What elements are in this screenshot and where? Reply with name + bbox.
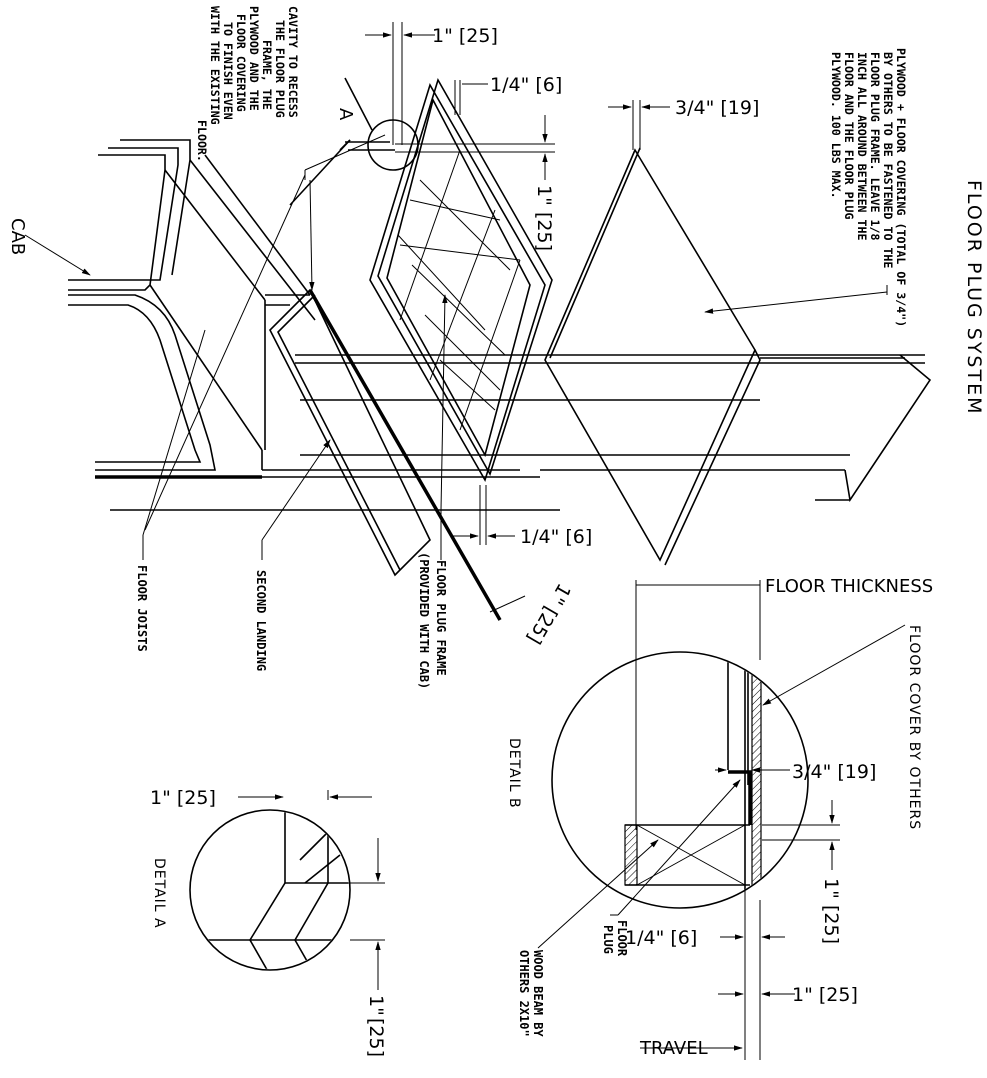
detail-a-dim-bottom-2: [25] [365, 1018, 387, 1057]
floor-thickness-label: FLOOR THICKNESS [765, 576, 933, 597]
cavity-note-line: PLYWOOD AND THE [247, 6, 261, 111]
floor-cover-label: FLOOR COVER BY OTHERS [906, 625, 922, 830]
cavity-note-line: FLOOR. [195, 120, 209, 162]
plywood-note-line: PLYWOOD. 100 LBS MAX. [829, 52, 843, 199]
plywood-note-line: BY OTHERS TO BE FASTENED TO THE [881, 52, 895, 268]
detail-a-dim-left: 1" [25] [150, 787, 216, 809]
plywood-note-line: INCH ALL AROUND BETWEEN THE [855, 52, 869, 240]
dim-three-quarter-top: 3/4" [19] [675, 97, 759, 119]
floor-joists-label: FLOOR JOISTS [135, 565, 149, 652]
dim-1-vert: 1" [533, 185, 555, 206]
second-landing-label: SECOND LANDING [254, 570, 268, 671]
plywood-note: PLYWOOD + FLOOR COVERING (TOTAL OF 3/4")… [704, 48, 908, 327]
plywood-note-line: FLOOR PLUG FRAME. LEAVE 1/8 [868, 52, 882, 240]
detail-b-circle [551, 651, 809, 909]
detail-b-dim-quarter: 1/4" [6] [625, 927, 697, 949]
cab-outline [68, 139, 262, 479]
floor-plug-frame [369, 77, 553, 482]
plywood-panel [544, 147, 932, 566]
dim-quarter-top: 1/4" [6] [490, 74, 562, 96]
floor-plug-label-1: FLOOR [615, 920, 629, 957]
floor-structure [110, 139, 925, 511]
plywood-note-line: FLOOR AND THE FLOOR PLUG [842, 52, 856, 220]
detail-b: FLOOR THICKNESS FLOOR COVER BY OTHERS 3/… [506, 576, 933, 1060]
drawing-title: FLOOR PLUG SYSTEM [963, 180, 985, 416]
detail-b-dim-bottom: 1" [25] [792, 984, 858, 1006]
detail-a-marker-label: A [335, 108, 356, 121]
cavity-note-line: FRAME, THE [260, 40, 274, 110]
bottom-labels: FLOOR JOISTS SECOND LANDING FLOOR PLUG F… [135, 294, 448, 689]
cavity-note-line: FLOOR COVERING [234, 14, 248, 112]
dim-1-diag: 1" [25] [523, 580, 575, 648]
cavity-note: CAVITY TO RECESS THE FLOOR PLUG FRAME, T… [144, 6, 386, 531]
wood-beam-label-1: WOOD BEAM BY [531, 950, 545, 1037]
top-dimensions: 1" [25] 1/4" [6] 3/4" [19] 1" [25] [365, 22, 759, 251]
dim-quarter-mid: 1/4" [6] [520, 526, 592, 548]
cavity-note-line: CAVITY TO RECESS [286, 6, 300, 118]
dim-1-top: 1" [25] [432, 25, 498, 47]
floor-plug-label-2: PLUG [601, 925, 615, 954]
detail-a-title: DETAIL A [151, 858, 167, 929]
cavity-note-line: THE FLOOR PLUG [273, 20, 287, 118]
travel-label: TRAVEL [639, 1038, 708, 1059]
plywood-note-line: PLYWOOD + FLOOR COVERING (TOTAL OF 3/4") [894, 48, 908, 327]
detail-b-dim-1: 1" [820, 878, 842, 899]
floor-plug-frame-label-2: (PROVIDED WITH CAB) [417, 552, 431, 689]
second-landing-slab [269, 288, 502, 621]
cavity-note-line: TO FINISH EVEN [221, 22, 235, 120]
cab-label: CAB [7, 218, 28, 255]
detail-a-circle [189, 809, 351, 971]
detail-b-dim-25: [25] [820, 905, 842, 944]
wood-beam-label-2: OTHERS 2X10" [517, 950, 531, 1037]
detail-b-title: DETAIL B [506, 738, 522, 809]
isometric-assembly: A [68, 77, 932, 621]
cavity-note-line: WITH THE EXISTING [208, 6, 222, 125]
detail-a: 1" [25] 1" [25] DETAIL A [150, 787, 387, 1057]
floor-plug-frame-label-1: FLOOR PLUG FRAME [434, 560, 448, 676]
dim-25-vert: [25] [533, 212, 555, 251]
detail-b-dim-three-quarter: 3/4" [19] [792, 761, 876, 783]
detail-a-dim-bottom-1: 1" [365, 995, 387, 1016]
